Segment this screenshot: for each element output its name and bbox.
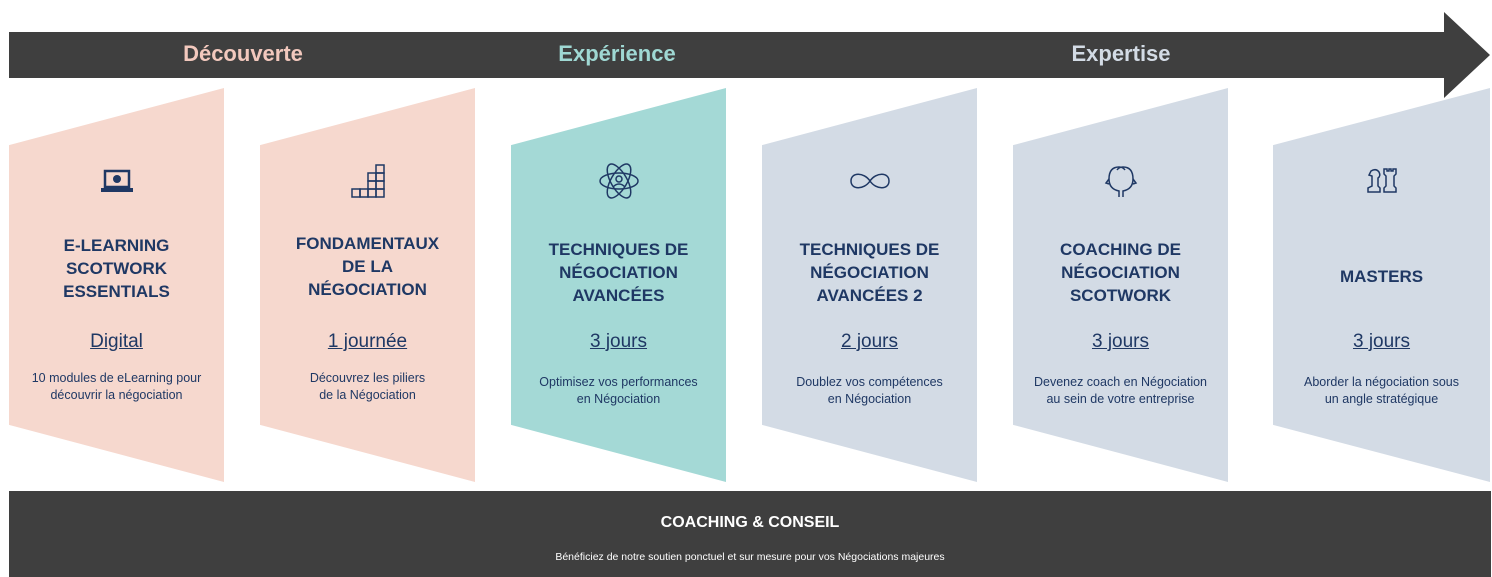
program-duration-link[interactable]: Digital xyxy=(90,331,143,352)
program-card-techniques-avancees: TECHNIQUES DE NÉGOCIATION AVANCÉES 3 jou… xyxy=(511,88,726,482)
program-card-elearning: E-LEARNING SCOTWORK ESSENTIALS Digital 1… xyxy=(9,88,224,482)
phase-label-expertise: Expertise xyxy=(1071,41,1171,66)
program-title: TECHNIQUES DE NÉGOCIATION AVANCÉES xyxy=(548,240,689,305)
card-background xyxy=(1013,88,1228,482)
program-title: FONDAMENTAUX DE LA NÉGOCIATION xyxy=(295,234,440,299)
card-background xyxy=(9,88,224,482)
timeline-arrow xyxy=(9,12,1490,98)
card-background xyxy=(762,88,977,482)
program-card-techniques-avancees-2: TECHNIQUES DE NÉGOCIATION AVANCÉES 2 2 j… xyxy=(762,88,977,482)
atom-icon xyxy=(594,156,644,206)
program-title: E-LEARNING SCOTWORK ESSENTIALS xyxy=(63,236,170,301)
card-background xyxy=(260,88,475,482)
program-duration-link[interactable]: 3 jours xyxy=(589,331,648,352)
banner-subtitle: Bénéficiez de notre soutien ponctuel et … xyxy=(555,551,945,563)
card-background xyxy=(1273,88,1490,482)
program-title: TECHNIQUES DE NÉGOCIATION AVANCÉES 2 xyxy=(799,240,940,305)
phase-label-decouverte: Découverte xyxy=(183,41,303,66)
program-description: 10 modules de eLearning pour découvrir l… xyxy=(31,371,202,402)
program-card-coaching-negociation: COACHING DE NÉGOCIATION SCOTWORK 3 jours… xyxy=(1013,88,1228,482)
program-card-fondamentaux: FONDAMENTAUX DE LA NÉGOCIATION 1 journée… xyxy=(260,88,475,482)
program-duration-link[interactable]: 3 jours xyxy=(1352,331,1411,352)
program-description: Doublez vos compétences en Négociation xyxy=(796,375,943,406)
program-duration-link[interactable]: 3 jours xyxy=(1091,331,1150,352)
program-title: COACHING DE NÉGOCIATION SCOTWORK xyxy=(1060,240,1181,305)
program-title: MASTERS xyxy=(1339,267,1424,286)
program-description: Devenez coach en Négociation au sein de … xyxy=(1033,375,1208,406)
infinity-icon xyxy=(845,156,895,206)
program-duration-link[interactable]: 1 journée xyxy=(327,331,408,352)
phase-label-experience: Expérience xyxy=(558,41,676,66)
coaching-conseil-banner: COACHING & CONSEIL Bénéficiez de notre s… xyxy=(9,491,1491,577)
chess-icon xyxy=(1357,156,1407,206)
blocks-icon xyxy=(343,156,393,206)
banner-title: COACHING & CONSEIL xyxy=(660,514,840,531)
faces-icon xyxy=(1096,156,1146,206)
program-card-masters: MASTERS 3 jours Aborder la négociation s… xyxy=(1273,88,1490,482)
program-description: Aborder la négociation sous un angle str… xyxy=(1304,375,1459,406)
program-description: Optimisez vos performances en Négociatio… xyxy=(539,375,698,406)
program-description: Découvrez les piliers de la Négociation xyxy=(309,371,426,402)
laptop-icon xyxy=(92,156,142,206)
program-duration-link[interactable]: 2 jours xyxy=(840,331,899,352)
card-background xyxy=(511,88,726,482)
